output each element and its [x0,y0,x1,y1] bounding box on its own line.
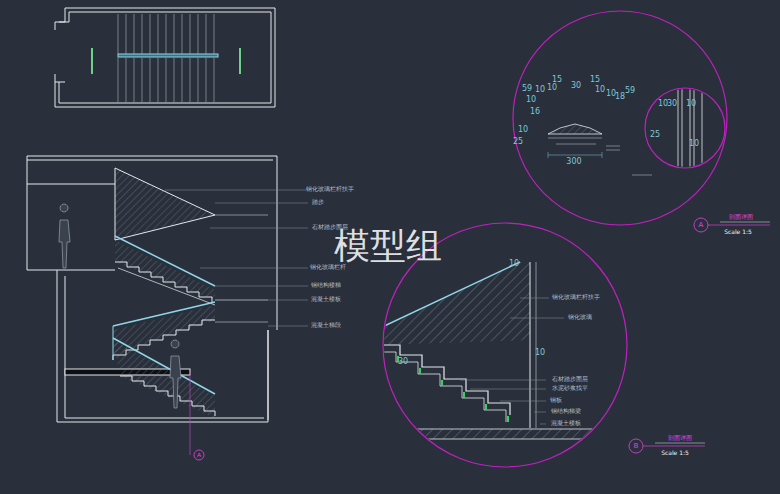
plan-view [55,8,275,107]
dimension: 10 [526,96,536,104]
dimension: 15 [590,76,600,84]
scale-label: Scale 1:5 [724,229,752,235]
material-note: 钢结构梯梁 [551,409,581,415]
detail-title: 剖面详图 [668,435,692,441]
dimension: 30 [571,82,581,90]
stair-section [27,156,308,460]
dimension: 18 [615,93,625,101]
material-note: 石材踏步面层 [312,225,348,231]
dimension: 10 [686,100,696,108]
material-note: 混凝土楼板 [311,297,341,303]
material-note: 混凝土梯段 [311,323,341,329]
material-note: 踏步 [312,200,324,206]
material-note: 混凝土楼板 [551,421,581,427]
material-note: 钢化玻璃栏杆 [310,265,346,271]
material-note: 水泥砂浆找平 [552,386,588,392]
dimension: 10 [547,84,557,92]
dimension: 10 [509,260,519,268]
dimension: 300 [566,158,581,166]
material-note: 石材踏步面层 [552,377,588,383]
dimension: 59 [625,87,635,95]
dimension: 59 [522,85,532,93]
dimension: 15 [552,76,562,84]
dimension: 25 [513,138,523,146]
dimension: 10 [518,126,528,134]
material-note: 钢结构楼梯 [311,283,341,289]
callout-letter: B [634,443,639,450]
dimension: 10 [535,349,545,357]
callout-letter: A [197,452,201,458]
dimension: 10 [658,100,668,108]
detail-title: 剖面详图 [729,214,753,220]
dimension: 10 [689,140,699,148]
detail-a [513,11,770,232]
dimension: 25 [650,131,660,139]
dimension: 10 [606,90,616,98]
dimension: 16 [530,108,540,116]
dimension: 30 [398,358,408,366]
material-note: 钢化玻璃栏杆扶手 [306,187,354,193]
scale-label: Scale 1:5 [661,450,689,456]
material-note: 钢化玻璃栏杆扶手 [552,295,600,301]
watermark: 模型组 [334,228,442,264]
dimension: 30 [667,100,677,108]
material-note: 钢化玻璃 [568,315,592,321]
dimension: 10 [535,86,545,94]
dimension: 10 [595,86,605,94]
callout-letter: A [699,222,704,229]
material-note: 钢板 [550,398,562,404]
